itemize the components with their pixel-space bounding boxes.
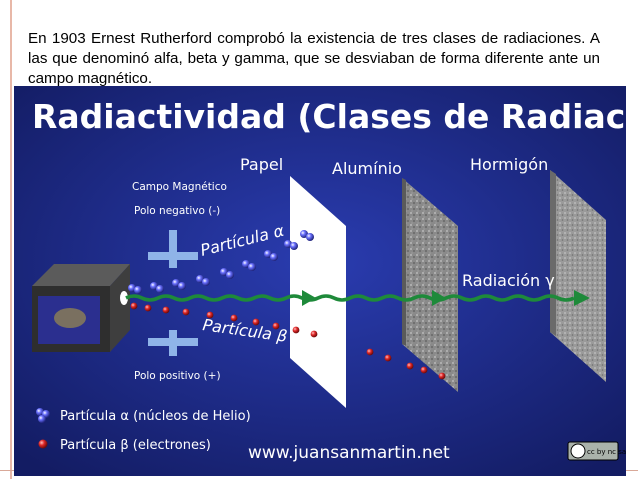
radiation-diagram: Radiactividad (Clases de Radiaciones) Pa… bbox=[14, 86, 626, 476]
concrete-label: Hormigón bbox=[470, 155, 548, 174]
alpha-particle bbox=[270, 253, 278, 261]
alpha-particle bbox=[220, 268, 228, 276]
legend: Partícula α (núcleos de Helio) Partícula… bbox=[36, 408, 251, 453]
legend-alpha-swatch-3 bbox=[38, 415, 46, 423]
beta-particle bbox=[182, 308, 190, 316]
beta-particle bbox=[438, 372, 446, 380]
beta-particle bbox=[310, 330, 318, 338]
alpha-particle bbox=[242, 260, 250, 268]
source-box-side bbox=[110, 264, 130, 352]
beta-particle bbox=[292, 326, 300, 334]
source-aperture bbox=[120, 291, 128, 305]
alpha-particle bbox=[172, 279, 180, 287]
beta-particle bbox=[384, 354, 392, 362]
gamma-label: Radiación γ bbox=[462, 271, 555, 290]
beta-particles bbox=[130, 302, 446, 380]
alpha-particle bbox=[306, 233, 314, 241]
alpha-particle bbox=[178, 282, 186, 290]
website-url: www.juansanmartin.net bbox=[248, 443, 450, 463]
beta-particle bbox=[420, 366, 428, 374]
gamma-ray-wave bbox=[125, 294, 575, 302]
positive-pole-label: Polo positivo (+) bbox=[134, 370, 221, 382]
negative-pole-stem bbox=[169, 230, 177, 268]
aluminum-plate bbox=[402, 178, 458, 392]
gamma-arrow-1 bbox=[302, 290, 316, 306]
beta-particle bbox=[272, 322, 280, 330]
legend-beta-label: Partícula β (electrones) bbox=[60, 438, 211, 453]
alpha-particle bbox=[150, 282, 158, 290]
beta-particle bbox=[406, 362, 414, 370]
alpha-particle bbox=[202, 278, 210, 286]
gamma-arrow-2 bbox=[432, 290, 446, 306]
alpha-particle bbox=[134, 286, 142, 294]
beta-particle bbox=[252, 318, 260, 326]
alpha-particles bbox=[128, 230, 314, 294]
concrete-slab bbox=[550, 170, 606, 382]
diagram-title: Radiactividad (Clases de Radiaciones) bbox=[32, 97, 626, 136]
aluminum-edge bbox=[402, 178, 406, 346]
cc-badge-text: cc by nc sa bbox=[587, 448, 626, 456]
aluminum-label: Alumínio bbox=[332, 159, 402, 178]
radioactive-sample bbox=[54, 308, 86, 328]
alpha-particle bbox=[248, 263, 256, 271]
beta-particle bbox=[130, 302, 138, 310]
beta-particle bbox=[144, 304, 152, 312]
positive-pole-stem bbox=[169, 330, 177, 356]
cc-license-badge: cc by nc sa bbox=[567, 441, 626, 461]
beta-particle bbox=[162, 306, 170, 314]
alpha-particle bbox=[196, 275, 204, 283]
alpha-particle bbox=[300, 230, 308, 238]
alpha-particle bbox=[290, 242, 298, 250]
source-box-top bbox=[32, 264, 130, 286]
beta-particle bbox=[366, 348, 374, 356]
magnetic-field-label: Campo Magnético bbox=[132, 181, 227, 193]
left-accent-rule bbox=[10, 0, 12, 479]
cc-icon bbox=[570, 443, 586, 459]
legend-beta-swatch bbox=[38, 439, 48, 449]
gamma-arrow-3 bbox=[574, 290, 590, 306]
legend-alpha-label: Partícula α (núcleos de Helio) bbox=[60, 409, 251, 424]
negative-pole-label: Polo negativo (-) bbox=[134, 205, 220, 217]
alpha-particle bbox=[264, 250, 272, 258]
beta-particle bbox=[206, 311, 214, 319]
paper-label: Papel bbox=[240, 155, 283, 174]
beta-particle bbox=[230, 314, 238, 322]
intro-paragraph: En 1903 Ernest Rutherford comprobó la ex… bbox=[28, 30, 600, 88]
concrete-edge bbox=[550, 170, 556, 336]
alpha-particle bbox=[156, 285, 164, 293]
alpha-particle bbox=[226, 271, 234, 279]
